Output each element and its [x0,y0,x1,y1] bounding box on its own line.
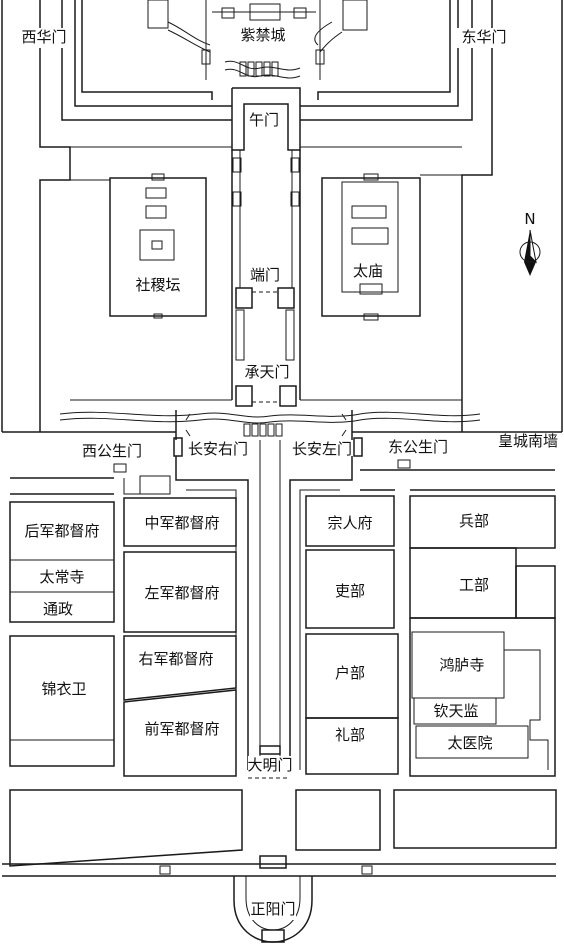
outer-water-river [59,411,481,437]
inner-enclosure [70,146,462,401]
golden-water-bridges [239,61,279,77]
label-youjun: 右军都督府 [138,650,213,668]
east-offices [305,459,556,777]
corridor [175,440,353,770]
label-qintianjian: 钦天监 [433,702,478,720]
label-wumen: 午门 [249,111,279,129]
label-xigongshengmen: 西公生门 [82,442,142,460]
label-donggongshengmen: 东公生门 [388,438,448,456]
label-taimiao: 太庙 [353,262,383,280]
label-honglusi: 鸿胪寺 [439,656,484,674]
label-qianjun: 前军都督府 [144,720,219,738]
label-xihuamen: 西华门 [21,28,66,46]
duanmen-gate [235,287,295,361]
label-jinyiwei: 锦衣卫 [41,680,86,698]
compass-north-label: N [524,210,535,228]
label-shejitan: 社稷坛 [135,276,180,294]
label-hubu: 户部 [335,664,365,682]
shejitan-altar [109,173,207,319]
zhengyangmen-gate [233,855,313,943]
label-houjun: 后军都督府 [24,522,99,540]
label-changanzuomen: 长安左门 [292,440,352,458]
damingmen-gate [248,745,290,779]
wumen-gate [231,87,301,151]
label-damingmen: 大明门 [247,756,292,774]
labels: 紫禁城 西华门 东华门 午门 社稷坛 太庙 端门 承天门 西公生门 长安右门 长… [14,24,558,920]
label-changanyoumen: 长安右门 [188,440,248,458]
label-bingbu: 兵部 [459,512,489,530]
changan-gates [173,410,363,457]
west-offices [9,463,237,777]
taimiao-temple [321,173,421,321]
imperial-city-wall [1,0,563,433]
label-zongrenfu: 宗人府 [327,514,372,532]
label-zuojun: 左军都督府 [144,584,219,602]
north-compass: N [519,210,541,276]
label-duanmen: 端门 [250,266,280,284]
label-zhongjun: 中军都督府 [144,514,219,532]
south-blocks [2,789,557,877]
label-tongzheng: 通政 [43,600,73,618]
chengtianmen-gate [235,385,297,407]
imperial-way [231,150,301,400]
label-huangchengnanqiang: 皇城南墙 [498,432,558,450]
label-gongbu: 工部 [459,576,489,594]
label-chengtianmen: 承天门 [244,363,289,381]
forbidden-city [61,0,473,121]
label-libu-rites: 礼部 [335,726,365,744]
label-donghuamen: 东华门 [461,28,506,46]
label-zhengyangmen: 正阳门 [250,900,295,918]
label-libu-officials: 吏部 [335,582,365,600]
label-taiyiyuan: 太医院 [447,734,492,752]
label-taichangsi: 太常寺 [39,568,84,586]
label-zijincheng: 紫禁城 [240,26,285,44]
